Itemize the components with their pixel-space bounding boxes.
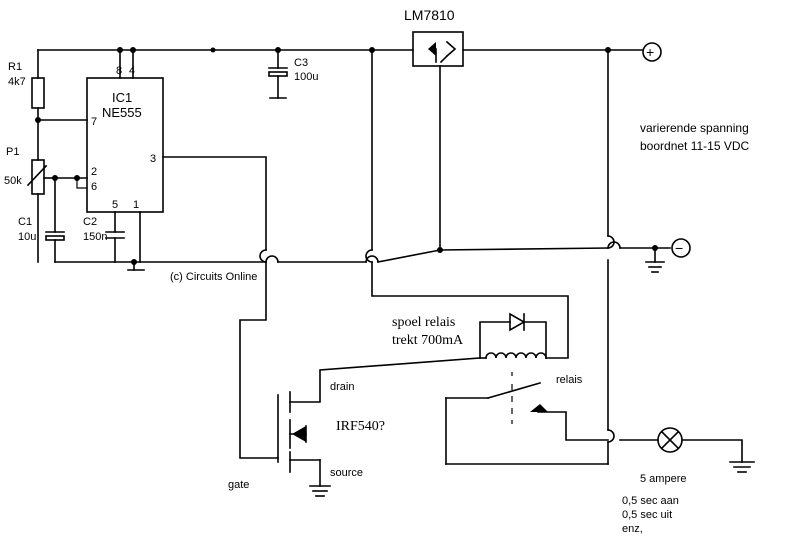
c3-ref: C3 <box>294 57 308 69</box>
c2-value: 150n <box>83 231 107 243</box>
supply-line1: varierende spanning <box>640 121 749 135</box>
gate-drive-wire <box>162 156 279 459</box>
copyright-text: (c) Circuits Online <box>170 271 257 283</box>
c1-value: 10u <box>18 231 36 243</box>
r1-ref: R1 <box>8 61 22 73</box>
pin-8: 8 <box>116 65 122 77</box>
top-supply-rail <box>37 47 643 53</box>
c2-ref: C2 <box>83 216 97 228</box>
lamp: 5 ampere 0,5 sec aan 0,5 sec uit enz, <box>619 427 755 535</box>
lamp-note2: 0,5 sec uit <box>622 509 672 521</box>
pin-5: 5 <box>112 199 118 211</box>
supply-terminals: + − varierende spanning boordnet 11-15 V… <box>640 42 750 273</box>
supply-line2: boordnet 11-15 VDC <box>640 139 750 153</box>
lamp-note1: 0,5 sec aan <box>622 495 679 507</box>
relay-coil: spoel relais trekt 700mA <box>392 312 547 359</box>
capacitor-c1: C1 10u <box>18 177 65 263</box>
mosfet-irf540: drain IRF540? source gate <box>228 381 385 497</box>
coil-label-line2: trekt 700mA <box>392 333 464 348</box>
pin-2: 2 <box>91 166 97 178</box>
pin-4: 4 <box>129 65 135 77</box>
positive-bus-right <box>445 49 615 465</box>
ic-ref: IC1 <box>112 90 132 105</box>
minus-terminal: − <box>675 240 683 256</box>
potentiometer-p1: P1 50k <box>4 146 56 263</box>
pin-6: 6 <box>91 181 97 193</box>
plus-terminal: + <box>646 44 654 60</box>
drain-label: drain <box>330 381 354 393</box>
pin-1: 1 <box>133 199 139 211</box>
p1-ref: P1 <box>6 146 19 158</box>
c1-ref: C1 <box>18 216 32 228</box>
lamp-current: 5 ampere <box>640 473 686 485</box>
pin-3: 3 <box>150 153 156 165</box>
lamp-note3: enz, <box>622 523 643 535</box>
regulator-lm7810: LM7810 <box>404 7 464 251</box>
mosfet-part: IRF540? <box>336 419 385 434</box>
ic-ne555: 8 4 IC1 NE555 7 2 6 3 5 1 <box>86 49 164 271</box>
coil-label-line1: spoel relais <box>392 315 455 330</box>
p1-value: 50k <box>4 175 22 187</box>
ground-rail <box>54 241 671 265</box>
pin-7: 7 <box>91 116 97 128</box>
drain-wire <box>289 357 481 403</box>
capacitor-c3: C3 100u <box>268 49 318 99</box>
relay-contacts: relais <box>487 372 609 441</box>
r1-value: 4k7 <box>8 76 26 88</box>
gate-label: gate <box>228 479 249 491</box>
regulator-label: LM7810 <box>404 7 455 23</box>
c3-value: 100u <box>294 71 318 83</box>
ic-part: NE555 <box>102 105 142 120</box>
relay-label: relais <box>556 374 583 386</box>
capacitor-c2: C2 150n <box>83 216 125 263</box>
relay-supply-wire <box>365 49 569 359</box>
resistor-r1: R1 4k7 <box>8 49 45 161</box>
source-label: source <box>330 467 363 479</box>
